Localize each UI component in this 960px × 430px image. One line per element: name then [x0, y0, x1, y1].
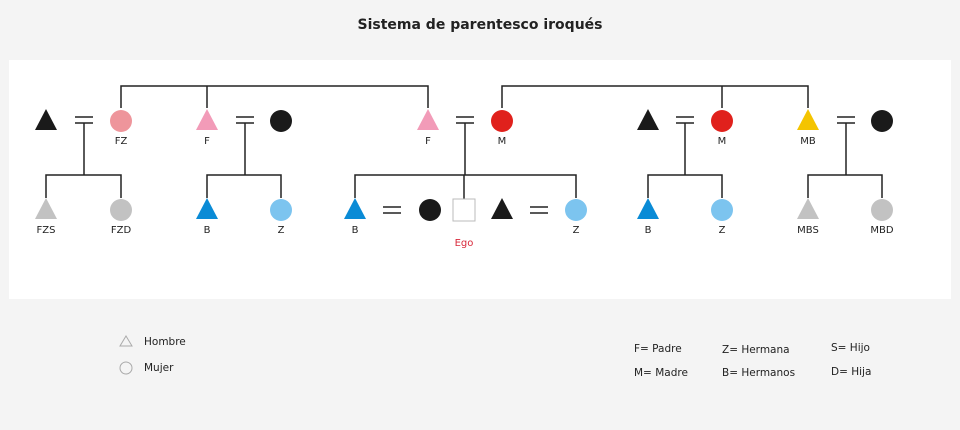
female-circle-icon — [110, 199, 132, 221]
sibling-line — [206, 174, 282, 198]
abbr-z: Z= Hermana — [722, 344, 790, 356]
female-circle-icon — [871, 110, 893, 132]
female-circle-icon — [270, 110, 292, 132]
female-circle-icon — [711, 199, 733, 221]
male-triangle-icon — [797, 109, 819, 130]
abbr-s: S= Hijo — [831, 342, 870, 354]
sibling-line — [807, 174, 883, 198]
abbr-b: B= Hermanos — [722, 367, 796, 379]
abbr-f: F= Padre — [634, 343, 682, 355]
female-circle-icon — [419, 199, 441, 221]
female-circle-icon — [711, 110, 733, 132]
male-triangle-icon — [637, 109, 659, 130]
female-circle-icon — [871, 199, 893, 221]
node-label: MBD — [870, 225, 893, 236]
node-label: F — [204, 136, 210, 147]
male-triangle-icon — [637, 198, 659, 219]
male-triangle-icon — [196, 109, 218, 130]
circle-outline-icon — [119, 361, 133, 375]
kinship-diagram: FZ F F M M MB FZS FZD B Z B Ego Z B Z MBS MBD — [35, 85, 894, 249]
legend-male-label: Hombre — [144, 336, 186, 348]
male-triangle-icon — [797, 198, 819, 219]
female-circle-icon — [565, 199, 587, 221]
male-triangle-icon — [35, 109, 57, 130]
node-label: M — [718, 136, 727, 147]
kinship-diagram-panel: FZ F F M M MB FZS FZD B Z B Ego Z B Z MBS MBD — [9, 60, 951, 299]
male-triangle-icon — [417, 109, 439, 130]
female-circle-icon — [110, 110, 132, 132]
sibling-line — [120, 85, 429, 108]
node-label: Z — [573, 225, 580, 236]
triangle-outline-icon — [119, 335, 133, 347]
node-label: Ego — [455, 238, 474, 249]
node-label: FZD — [111, 225, 132, 236]
node-label: FZ — [115, 136, 128, 147]
node-label: Z — [278, 225, 285, 236]
male-triangle-icon — [35, 198, 57, 219]
sibling-line — [45, 174, 122, 198]
node-label: B — [204, 225, 211, 236]
abbr-m: M= Madre — [634, 367, 688, 379]
legend-female-label: Mujer — [144, 362, 174, 374]
diagram-title: Sistema de parentesco iroqués — [357, 17, 603, 33]
sibling-line — [354, 174, 577, 198]
female-circle-icon — [270, 199, 292, 221]
node-label: MB — [800, 136, 816, 147]
node-label: B — [645, 225, 652, 236]
female-circle-icon — [491, 110, 513, 132]
sibling-line — [647, 174, 723, 198]
male-triangle-icon — [196, 198, 218, 219]
male-triangle-icon — [491, 198, 513, 219]
node-label: MBS — [797, 225, 819, 236]
node-label: M — [498, 136, 507, 147]
sibling-line — [501, 85, 809, 108]
node-label: FZS — [37, 225, 56, 236]
node-label: Z — [719, 225, 726, 236]
male-triangle-icon — [344, 198, 366, 219]
node-label: B — [352, 225, 359, 236]
node-label: F — [425, 136, 431, 147]
abbr-d: D= Hija — [831, 366, 872, 378]
ego-square-icon — [452, 198, 476, 222]
